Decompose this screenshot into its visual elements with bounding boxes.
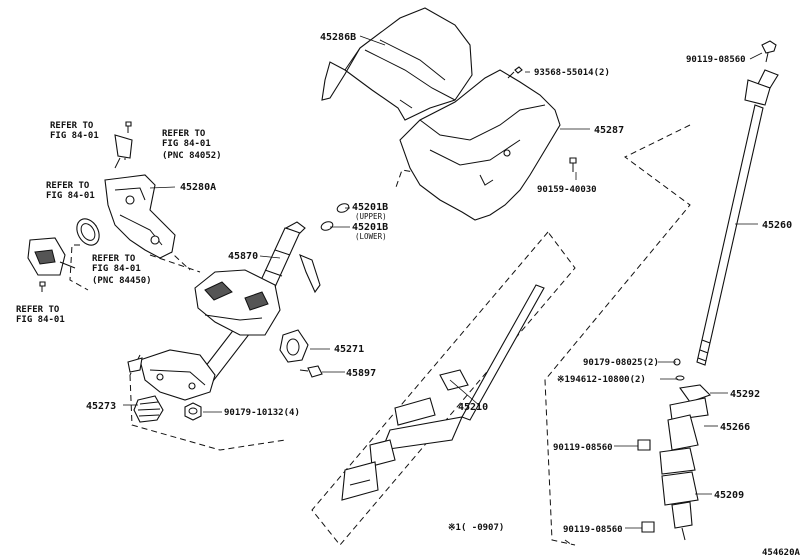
label-45897: 45897 xyxy=(346,368,376,379)
label-90119-08560-mid: 90119-08560 xyxy=(553,443,613,453)
label-90179-10132: 90179-10132(4) xyxy=(224,408,300,418)
label-refer-4-line1: REFER TO xyxy=(92,254,136,264)
switch-bracket xyxy=(76,134,176,259)
label-refer-5-line1: REFER TO xyxy=(16,305,60,315)
leader-lines xyxy=(123,35,763,529)
label-lower: (LOWER) xyxy=(355,232,387,241)
label-90159-40030: 90159-40030 xyxy=(537,185,597,195)
upper-column-cover xyxy=(321,7,473,121)
label-upper: (UPPER) xyxy=(355,212,387,221)
label-45260: 45260 xyxy=(762,220,792,231)
label-refer-2-line3: (PNC 84052) xyxy=(162,151,222,161)
screws xyxy=(39,40,777,292)
label-note: ※1( -0907) xyxy=(448,523,504,533)
lower-joint-assembly xyxy=(637,358,712,541)
label-45201B-upper: 45201B xyxy=(352,202,388,213)
switch-connector xyxy=(27,237,76,276)
label-refer-1-line2: FIG 84-01 xyxy=(50,131,99,141)
label-refer-3-line1: REFER TO xyxy=(46,181,90,191)
label-45209: 45209 xyxy=(714,490,744,501)
label-refer-4-line3: (PNC 84450) xyxy=(92,276,152,286)
label-refer-5-line2: FIG 84-01 xyxy=(16,315,65,325)
label-45287: 45287 xyxy=(594,125,624,136)
label-45201B-lower: 45201B xyxy=(352,222,388,233)
label-90119-08560-bottom: 90119-08560 xyxy=(563,525,623,535)
assembly-dashed-lines xyxy=(69,124,691,546)
label-45870: 45870 xyxy=(228,251,258,262)
column-bushings xyxy=(320,203,350,231)
label-45273: 45273 xyxy=(86,401,116,412)
label-45292: 45292 xyxy=(730,389,760,400)
column-nut xyxy=(184,402,202,421)
label-figure-id: 454620A xyxy=(762,548,801,558)
tilt-lever-parts xyxy=(279,329,323,378)
label-93568-55014: 93568-55014(2) xyxy=(534,68,610,78)
steering-column-assembly xyxy=(127,221,321,401)
label-194612-10800: ※194612-10800(2) xyxy=(557,375,646,385)
label-45286B: 45286B xyxy=(320,32,356,43)
label-refer-4-line2: FIG 84-01 xyxy=(92,264,141,274)
label-refer-3-line2: FIG 84-01 xyxy=(46,191,95,201)
part-labels: 45286B 93568-55014(2) 45287 90159-40030 … xyxy=(16,32,801,558)
label-refer-1-line1: REFER TO xyxy=(50,121,94,131)
label-45210: 45210 xyxy=(458,402,488,413)
label-90119-08560-top: 90119-08560 xyxy=(686,55,746,65)
label-45266: 45266 xyxy=(720,422,750,433)
lower-column-cover xyxy=(399,69,561,221)
label-refer-2-line2: FIG 84-01 xyxy=(162,139,211,149)
intermediate-shaft xyxy=(341,284,545,501)
column-grommet xyxy=(133,395,164,423)
steering-shaft xyxy=(696,69,779,366)
label-45271: 45271 xyxy=(334,344,364,355)
label-45280A: 45280A xyxy=(180,182,216,193)
label-90179-08025: 90179-08025(2) xyxy=(583,358,659,368)
label-refer-2-line1: REFER TO xyxy=(162,129,206,139)
